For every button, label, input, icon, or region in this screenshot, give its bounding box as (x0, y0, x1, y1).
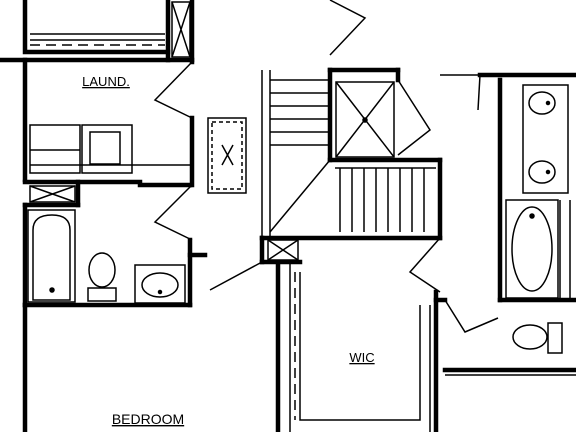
attic-hatch-icon (207, 117, 247, 194)
vanity-icon (522, 84, 569, 194)
sink-icon (134, 264, 186, 304)
toilet-icon (87, 252, 117, 302)
bathtub-icon (505, 199, 559, 299)
door-swing-icon (153, 0, 499, 333)
shower-icon (335, 81, 395, 158)
linen-closet-icon (29, 185, 76, 203)
laundry-label: LAUND. (82, 74, 130, 89)
wall-details (30, 33, 576, 432)
toilet-icon (512, 322, 563, 354)
washer-icon (29, 124, 81, 174)
closet-x-icon (267, 239, 299, 261)
attic-access-icon (171, 1, 191, 58)
dryer-icon (81, 124, 133, 174)
shower-door (397, 79, 431, 156)
stair-icon (269, 79, 436, 233)
wic-label: WIC (349, 350, 374, 365)
sink-icon (528, 91, 556, 115)
sink-icon (528, 160, 556, 184)
bedroom-label: BEDROOM (112, 411, 184, 427)
bathtub-icon (27, 209, 76, 303)
